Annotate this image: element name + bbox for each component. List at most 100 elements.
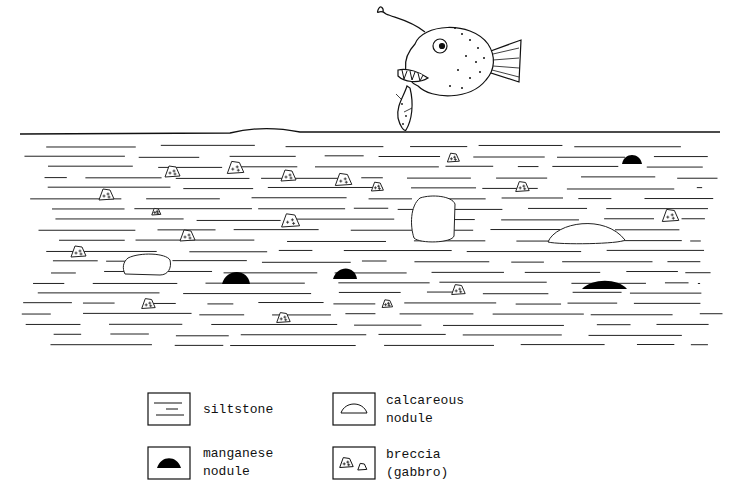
siltstone-dash [634, 303, 701, 304]
tail-rays [492, 48, 519, 77]
siltstone-dash [93, 283, 178, 284]
legend-swatch [333, 447, 375, 479]
breccia-clast [227, 161, 244, 173]
siltstone-dash [345, 313, 375, 314]
siltstone-dash [644, 198, 713, 199]
clast-outline [152, 208, 161, 215]
siltstone-dash [493, 314, 584, 315]
calcareous-nodule [123, 254, 170, 275]
siltstone-dash [48, 166, 133, 167]
siltstone-dash [22, 314, 51, 315]
breccia-clast [371, 182, 383, 191]
fish-body [405, 27, 493, 95]
siltstone-dash [573, 292, 622, 293]
clast-outline [335, 173, 352, 185]
clast-crosses [145, 302, 153, 308]
fish-teeth [402, 70, 423, 81]
siltstone-dash [581, 176, 655, 177]
siltstone-dash [354, 208, 388, 209]
siltstone-dash [568, 303, 618, 304]
siltstone-dash [183, 188, 253, 189]
legend-label: calcareous nodule [386, 392, 472, 428]
siltstone-dash [677, 178, 717, 179]
seafloor-line [20, 129, 720, 134]
siltstone-dash [685, 272, 710, 273]
siltstone-dash [183, 293, 311, 294]
breccia-clasts [71, 153, 679, 322]
manganese-nodule [222, 272, 250, 284]
siltstone-dash [354, 325, 421, 326]
siltstone-dash [407, 178, 471, 179]
siltstone-dash [439, 282, 546, 283]
calcareous-sample [341, 404, 367, 413]
manganese-nodules [222, 155, 642, 289]
calcareous-nodule [548, 224, 625, 244]
siltstone-dash [46, 251, 156, 252]
siltstone-dash [50, 344, 151, 345]
clast-outline [281, 170, 296, 181]
siltstone-dash [525, 272, 600, 273]
siltstone-dash [241, 334, 366, 335]
manganese-sample [157, 458, 181, 468]
siltstone-dash [591, 314, 673, 315]
legend-swatches [148, 393, 375, 479]
siltstone-dash [483, 293, 549, 294]
siltstone-dash [197, 220, 281, 221]
clast-outline [516, 182, 530, 192]
clast-crosses [666, 213, 675, 219]
siltstone-dash [445, 166, 493, 167]
siltstone-dash [207, 303, 233, 304]
siltstone-dash [24, 156, 124, 157]
siltstone-dash [51, 272, 76, 273]
siltstone-dash [258, 208, 345, 209]
siltstone-dash [463, 334, 562, 335]
siltstone-dash [55, 218, 183, 219]
siltstone-dash [552, 166, 618, 167]
siltstone-dash [378, 334, 445, 335]
clast-crosses [285, 174, 293, 180]
siltstone-dash [279, 250, 313, 251]
clast-crosses [286, 218, 295, 225]
breccia-clast [142, 299, 156, 309]
calcareous-nodule [412, 196, 455, 242]
siltstone-dash [175, 345, 224, 346]
breccia-clast [165, 166, 180, 177]
legend-label: siltstone [203, 401, 323, 419]
clast-outline [142, 299, 156, 309]
siltstone-dash [521, 344, 605, 345]
siltstone-dash [110, 334, 148, 335]
clast-outline [447, 153, 459, 162]
siltstone-dash [52, 208, 125, 209]
breccia-sample [358, 463, 367, 470]
siltstone-dash [234, 229, 319, 230]
siltstone-dash [607, 250, 704, 251]
breccia-clast [281, 170, 296, 181]
siltstone-dash [501, 219, 579, 220]
siltstone-dash [467, 251, 581, 252]
clast-crosses [455, 288, 463, 294]
siltstone-dash [630, 293, 701, 294]
siltstone-dash [48, 187, 171, 188]
swatch-box [333, 447, 375, 479]
calcareous-nodules [123, 196, 625, 275]
siltstone-dash [511, 262, 544, 263]
siltstone-dash [410, 146, 467, 147]
siltstone-dash [496, 178, 547, 179]
breccia-clast [180, 230, 195, 241]
siltstone-dash [83, 303, 115, 304]
clast-crosses [75, 250, 83, 256]
siltstone-dash [344, 250, 452, 251]
siltstone-dash [404, 302, 496, 303]
legend-swatch [333, 393, 375, 425]
fish-mouth [398, 69, 428, 81]
siltstone-dash [33, 283, 64, 284]
siltstone-dash [400, 313, 474, 314]
siltstone-dash [697, 187, 702, 188]
siltstone-dash [83, 313, 192, 314]
lure-stalk [386, 14, 425, 32]
siltstone-dash [258, 302, 323, 303]
clast-crosses [339, 177, 348, 183]
breccia-clast [335, 173, 352, 185]
siltstone-dash [315, 166, 439, 167]
clast-crosses [103, 193, 111, 199]
